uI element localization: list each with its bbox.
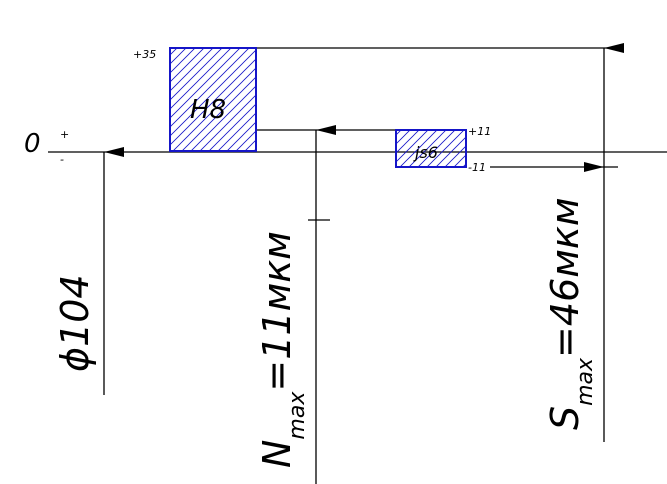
shaft-lower-deviation: -11 bbox=[468, 161, 486, 174]
nmax-subscript: max bbox=[285, 391, 310, 440]
shaft-tolerance-zone-fill bbox=[396, 130, 466, 167]
hole-tolerance-zone bbox=[169, 47, 257, 152]
nmax-value: =11мкм bbox=[255, 231, 299, 391]
shaft-label: js6 bbox=[413, 143, 438, 162]
nmax-label: Nmax=11мкм bbox=[255, 231, 310, 468]
smax-subscript: max bbox=[573, 357, 598, 406]
nmax-symbol: N bbox=[255, 440, 299, 468]
smax-symbol: S bbox=[543, 406, 587, 430]
plus-sign: + bbox=[60, 128, 69, 141]
smax-label: Smax=46мкм bbox=[543, 197, 598, 430]
hole-tolerance-zone-fill bbox=[170, 48, 256, 151]
shaft-upper-deviation: +11 bbox=[468, 125, 491, 138]
zero-label: 0 bbox=[24, 129, 41, 159]
minus-sign: - bbox=[60, 153, 64, 166]
smax-value: =46мкм bbox=[543, 197, 587, 357]
hole-label: H8 bbox=[190, 95, 226, 125]
shaft-tolerance-zone bbox=[395, 129, 467, 168]
diameter-label: ϕ104 bbox=[53, 274, 97, 372]
hole-upper-deviation: +35 bbox=[133, 48, 156, 61]
